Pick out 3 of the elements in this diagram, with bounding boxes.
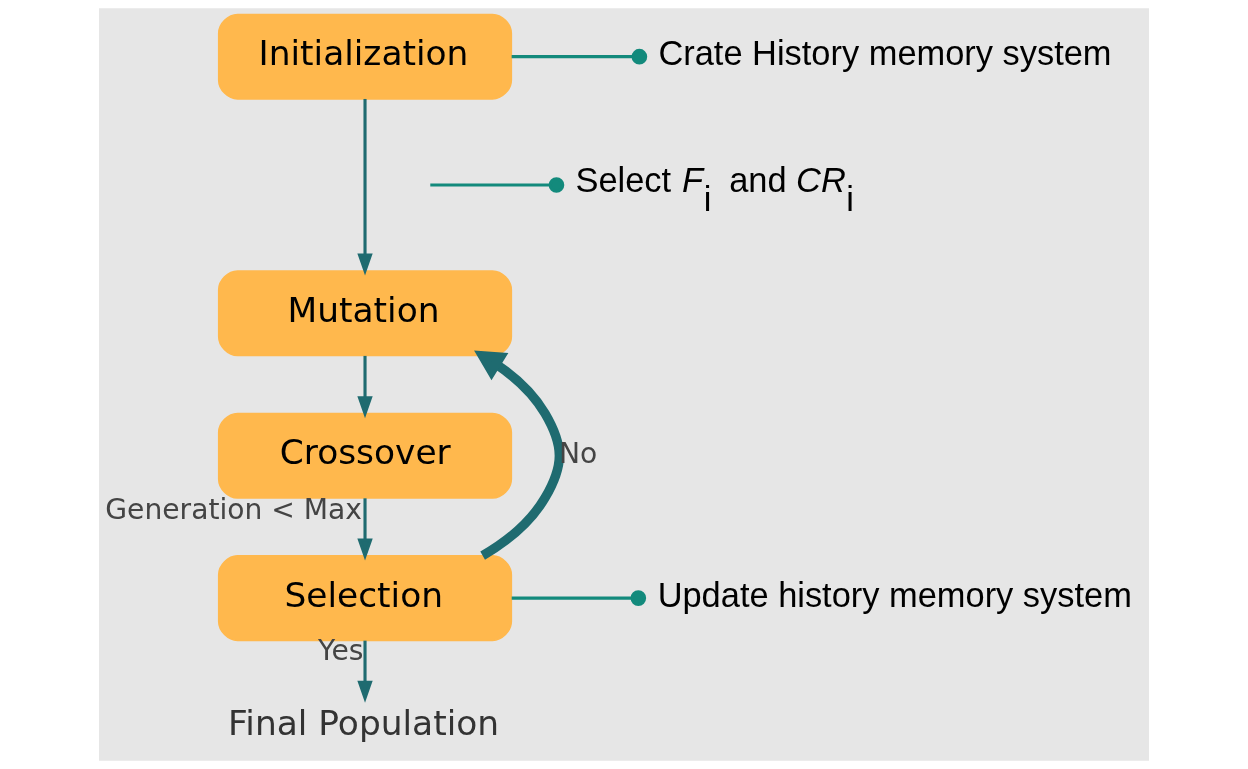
node-text: Final Population bbox=[228, 703, 500, 744]
node-text: Crate History memory system bbox=[658, 34, 1112, 73]
node-text: Update history memory system bbox=[657, 575, 1132, 614]
